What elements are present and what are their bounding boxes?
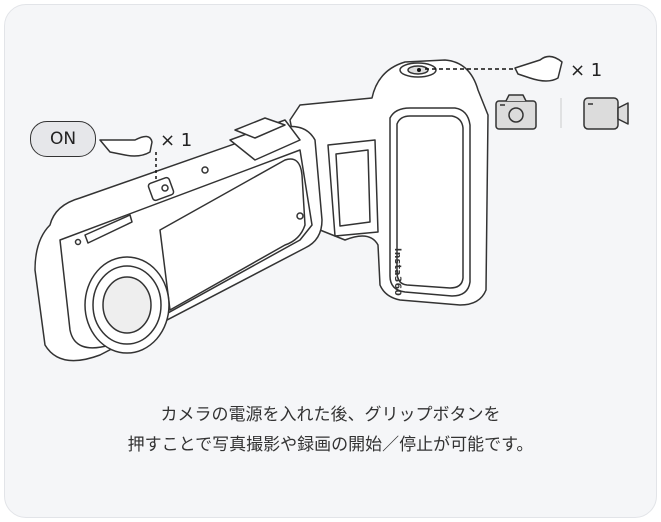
caption: カメラの電源を入れた後、グリップボタンを 押すことで写真撮影や録画の開始／停止が…	[0, 400, 661, 460]
pointing-hand-icon	[99, 135, 153, 157]
grip	[289, 59, 489, 306]
power-button[interactable]	[147, 176, 175, 202]
caption-line-2: 押すことで写真撮影や録画の開始／停止が可能です。	[127, 435, 534, 455]
camera-body	[34, 117, 323, 362]
photo-camera-icon	[495, 94, 537, 130]
brand-logo: Insta360	[392, 248, 402, 297]
power-press-count: × 1	[160, 130, 193, 151]
grip-press-count: × 1	[570, 60, 603, 81]
pointing-hand-icon	[514, 55, 563, 82]
video-camera-icon	[583, 97, 629, 130]
on-label: ON	[30, 121, 96, 157]
caption-line-1: カメラの電源を入れた後、グリップボタンを	[160, 405, 501, 425]
